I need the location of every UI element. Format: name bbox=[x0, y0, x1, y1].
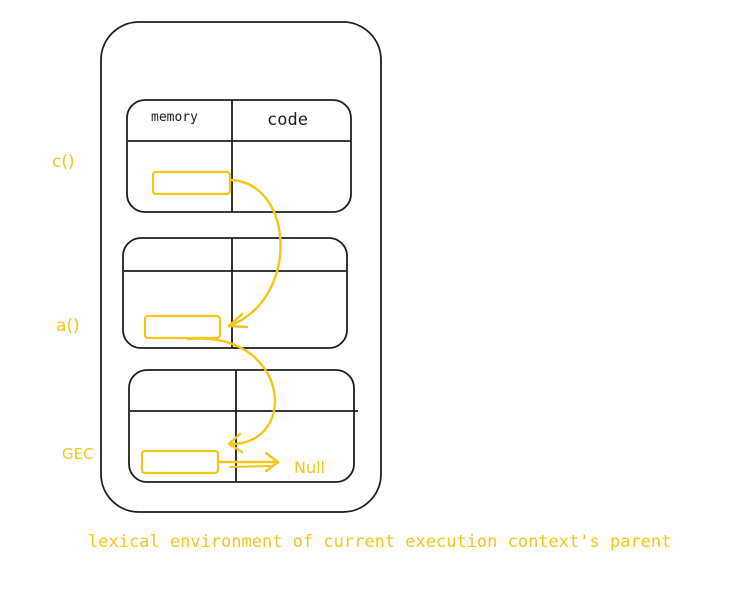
arrowhead-c-to-a bbox=[227, 312, 249, 329]
context-label-c: c() bbox=[52, 152, 75, 172]
context-box-a bbox=[122, 237, 348, 349]
diagram-caption: lexical environment of current execution… bbox=[88, 532, 672, 552]
context-box-gec bbox=[128, 369, 358, 483]
arrowhead-a-to-gec bbox=[227, 432, 244, 454]
arrowhead-gec-to-null bbox=[264, 451, 280, 473]
null-label: Null bbox=[294, 458, 325, 477]
context-box-c bbox=[126, 99, 352, 213]
code-header: code bbox=[267, 110, 308, 130]
lexical-ref-box-c bbox=[151, 170, 232, 196]
context-label-gec: GEC bbox=[62, 445, 94, 463]
context-label-a: a() bbox=[56, 316, 80, 336]
lexical-ref-box-gec bbox=[140, 449, 220, 475]
memory-header: memory bbox=[151, 110, 198, 125]
arrow-gec-to-null-stroke-2 bbox=[229, 465, 271, 468]
call-stack-container bbox=[100, 21, 382, 513]
arrow-a-to-gec bbox=[186, 337, 277, 446]
arrow-c-to-a bbox=[227, 178, 282, 328]
lexical-ref-box-a bbox=[143, 314, 222, 340]
